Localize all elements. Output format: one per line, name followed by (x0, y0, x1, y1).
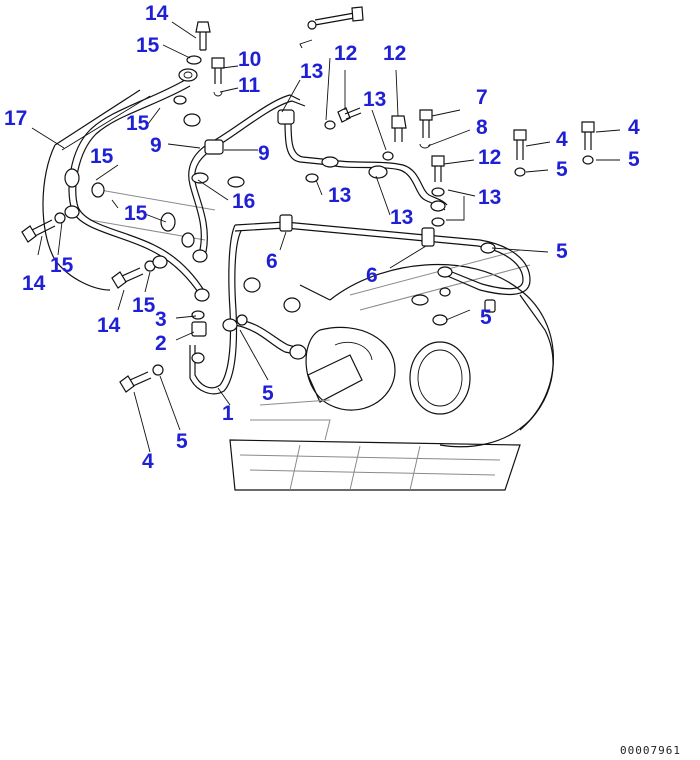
callout-label: 5 (480, 306, 492, 329)
callout-label: 5 (556, 158, 568, 181)
callout-label: 6 (366, 264, 378, 287)
callout-label: 13 (328, 184, 351, 207)
callout-label: 15 (132, 294, 156, 317)
callout-label: 15 (136, 34, 160, 57)
callout-label: 17 (4, 107, 27, 130)
callout-label: 4 (556, 128, 568, 151)
leader-lines (31, 21, 621, 453)
callout-label: 8 (476, 116, 488, 139)
callout-label: 15 (50, 254, 74, 277)
callout-label: 7 (476, 86, 488, 109)
callout-label: 14 (22, 272, 46, 295)
callout-label: 9 (150, 134, 162, 157)
drawing-number: 00007961 (620, 744, 681, 757)
hardware-parts (21, 6, 595, 393)
callout-label: 15 (126, 112, 150, 135)
callout-label: 15 (124, 202, 148, 225)
callout-label: 9 (258, 142, 270, 165)
callout-label: 5 (556, 240, 568, 263)
callout-label: 12 (383, 42, 406, 65)
callout-label: 5 (176, 430, 188, 453)
callout-label: 11 (238, 74, 261, 97)
callout-label: 12 (334, 42, 357, 65)
housing-outline (229, 249, 554, 491)
left-block-outline (42, 89, 216, 291)
callout-label: 5 (628, 148, 640, 171)
callout-label: 14 (145, 2, 169, 25)
callout-label: 13 (478, 186, 501, 209)
callout-label: 4 (628, 116, 640, 139)
callout-label: 4 (142, 450, 154, 473)
callout-label: 10 (238, 48, 261, 71)
callout-label: 13 (390, 206, 413, 229)
callout-label: 12 (478, 146, 501, 169)
callout-label: 13 (300, 60, 323, 83)
callout-label: 15 (90, 145, 114, 168)
callout-label: 3 (155, 308, 167, 331)
callout-label: 1 (222, 402, 234, 425)
callout-label: 2 (155, 332, 167, 355)
callout-label: 14 (97, 314, 121, 337)
callout-labels: 14 15 10 11 12 12 13 13 15 9 9 17 15 15 … (4, 2, 640, 473)
callout-label: 5 (262, 382, 274, 405)
callout-label: 6 (266, 250, 278, 273)
callout-label: 16 (232, 190, 255, 213)
callout-label: 13 (363, 88, 386, 111)
